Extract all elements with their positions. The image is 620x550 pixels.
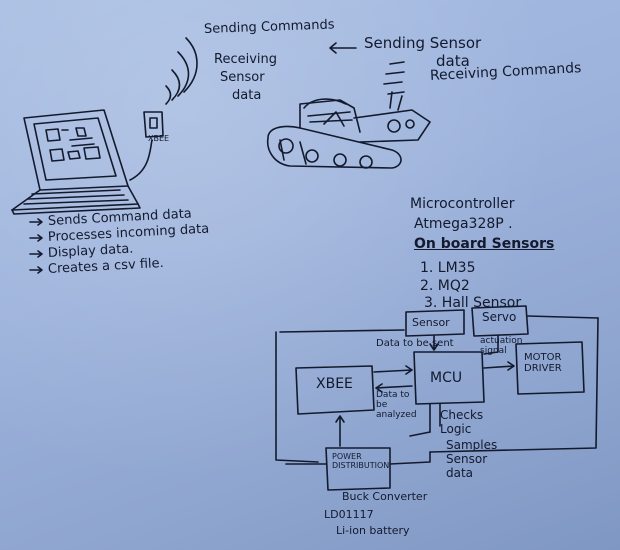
data-label: data bbox=[232, 88, 262, 103]
laptop-sketch bbox=[11, 109, 141, 215]
buck-converter-label: Buck Converter bbox=[342, 490, 428, 503]
task-bullets bbox=[29, 218, 43, 274]
checks-logic-label: Checks Logic bbox=[440, 408, 484, 436]
receiving-label: Receiving bbox=[214, 52, 278, 67]
microcontroller-title: Microcontroller bbox=[410, 196, 515, 212]
block-diagram-shapes bbox=[275, 305, 599, 491]
onboard-sensors-heading: On board Sensors bbox=[414, 236, 555, 252]
sensor-label: Sensor bbox=[220, 70, 265, 85]
radio-waves-left bbox=[165, 37, 198, 105]
arrow-left bbox=[329, 42, 357, 54]
ldo-label: LD01117 bbox=[324, 508, 374, 521]
chip-label: Atmega328P . bbox=[414, 216, 513, 232]
block-power-label: POWER DISTRIBUTION bbox=[332, 452, 390, 470]
xbee-dongle-sketch bbox=[143, 111, 164, 138]
block-xbee-label: XBEE bbox=[316, 376, 353, 392]
sensor-data-label: data bbox=[436, 52, 470, 70]
actuation-signal-label: actuation signal bbox=[480, 336, 523, 356]
sensor-item-hall: 3. Hall Sensor bbox=[424, 295, 522, 311]
data-to-be-analyzed-label: Data to be analyzed bbox=[376, 390, 417, 420]
xbee-dongle-label: XBEE bbox=[148, 134, 170, 143]
radio-waves-right bbox=[383, 61, 405, 95]
data-to-be-sent-label: Data to be sent bbox=[376, 338, 454, 349]
block-motor-driver-label: MOTOR DRIVER bbox=[524, 352, 562, 374]
usb-cable bbox=[129, 139, 153, 181]
block-mcu-label: MCU bbox=[430, 370, 463, 386]
samples-sensor-data-label: Samples Sensor data bbox=[446, 438, 498, 480]
sending-sensor-label: Sending Sensor bbox=[364, 34, 482, 52]
li-ion-battery-label: Li-ion battery bbox=[336, 524, 410, 537]
block-servo-label: Servo bbox=[482, 310, 517, 324]
sensor-item-lm35: 1. LM35 bbox=[420, 260, 476, 276]
block-sensor-label: Sensor bbox=[412, 316, 450, 329]
sensor-item-mq2: 2. MQ2 bbox=[420, 278, 470, 294]
robot-sketch bbox=[266, 91, 431, 169]
